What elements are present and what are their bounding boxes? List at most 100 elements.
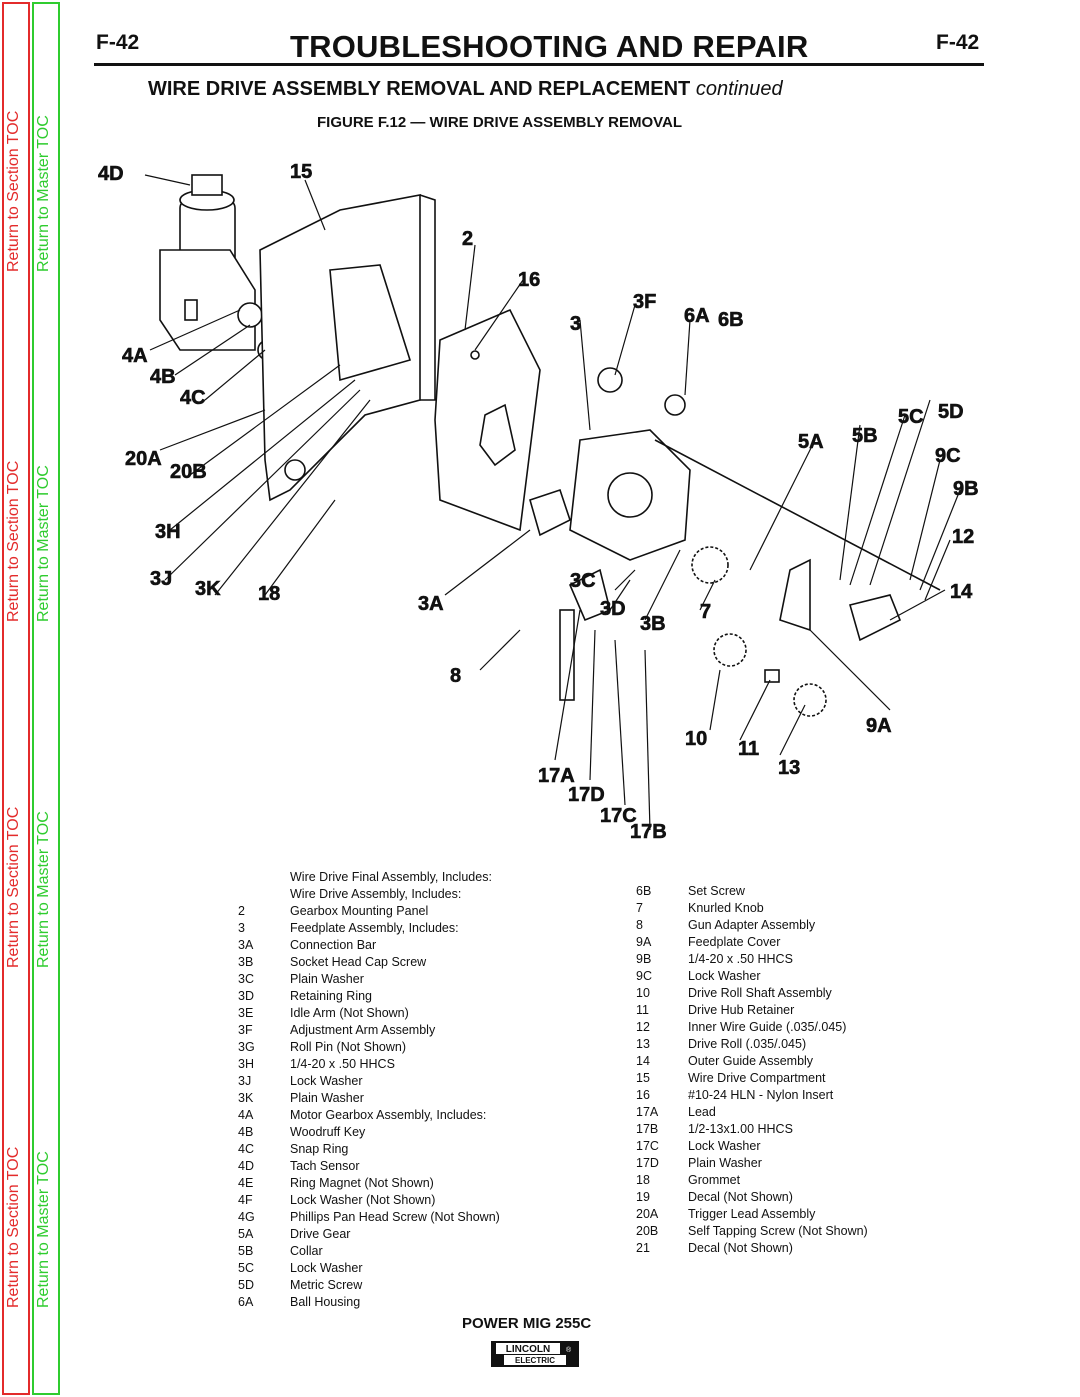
callout-3D: 3D	[600, 598, 626, 620]
return-to-master-toc-link-2[interactable]: Return to Master TOC	[35, 465, 52, 622]
part-description: Decal (Not Shown)	[688, 1241, 793, 1255]
part-description: Drive Hub Retainer	[688, 1003, 795, 1017]
subtitle-continued: continued	[695, 78, 783, 100]
part-id: 5A	[238, 1227, 254, 1241]
parts-list-row: 5B Collar	[238, 1243, 558, 1260]
part-id: 3	[238, 921, 245, 935]
part-description: Collar	[290, 1244, 323, 1258]
part-id: 7	[636, 901, 643, 915]
return-to-section-toc-link-1[interactable]: Return to Section TOC	[5, 110, 22, 272]
part-id: 8	[636, 918, 643, 932]
return-to-section-toc-link-4[interactable]: Return to Section TOC	[5, 1146, 22, 1308]
part-id: 12	[636, 1020, 650, 1034]
part-id: 11	[636, 1003, 649, 1017]
callout-15: 15	[290, 161, 312, 183]
part-id: 9A	[636, 935, 652, 949]
callout-9B: 9B	[953, 478, 979, 500]
callout-5B: 5B	[852, 425, 878, 447]
compartment-panel-drawing	[259, 194, 436, 502]
part-description: Lock Washer	[290, 1074, 363, 1088]
return-to-section-toc-link-3[interactable]: Return to Section TOC	[5, 806, 22, 968]
part-id: 14	[636, 1054, 650, 1068]
master-toc-strip	[32, 2, 60, 1395]
callout-6B: 6B	[718, 309, 744, 331]
parts-list-row: 11 Drive Hub Retainer	[636, 1002, 926, 1019]
mounting-panel-drawing	[434, 308, 541, 532]
part-id: 3B	[238, 955, 254, 969]
part-description: Outer Guide Assembly	[688, 1054, 814, 1068]
part-id: 3F	[238, 1023, 253, 1037]
feedplate-drawing	[529, 367, 941, 591]
part-description: Set Screw	[688, 884, 745, 898]
part-description: Woodruff Key	[290, 1125, 366, 1139]
return-to-master-toc-link-4[interactable]: Return to Master TOC	[35, 1151, 52, 1308]
part-id: 10	[636, 986, 650, 1000]
part-description: Drive Gear	[290, 1227, 351, 1241]
callout-3F: 3F	[633, 291, 656, 313]
part-description: Feedplate Assembly, Includes:	[290, 921, 459, 935]
callout-18: 18	[258, 583, 280, 605]
part-description: Knurled Knob	[688, 901, 764, 915]
callout-20B: 20B	[170, 461, 207, 483]
part-description: Motor Gearbox Assembly, Includes:	[290, 1108, 487, 1122]
part-id: 3D	[238, 989, 254, 1003]
return-to-master-toc-link-1[interactable]: Return to Master TOC	[35, 115, 52, 272]
return-to-section-toc-link-2[interactable]: Return to Section TOC	[5, 460, 22, 622]
section-subtitle: WIRE DRIVE ASSEMBLY REMOVAL AND REPLACEM…	[148, 78, 783, 101]
callout-13: 13	[778, 757, 800, 779]
parts-list-row: 3 Feedplate Assembly, Includes:	[238, 920, 558, 937]
logo-registered-mark: ®	[566, 1346, 572, 1354]
return-to-master-toc-link-3[interactable]: Return to Master TOC	[35, 811, 52, 968]
part-description: Feedplate Cover	[688, 935, 781, 949]
part-description: Tach Sensor	[290, 1159, 360, 1173]
callout-6A: 6A	[684, 305, 710, 327]
parts-list-row: Wire Drive Final Assembly, Includes:	[238, 869, 558, 886]
parts-list-row: 7 Knurled Knob	[636, 900, 926, 917]
part-id: 5B	[238, 1244, 254, 1258]
parts-list-row: 9A Feedplate Cover	[636, 934, 926, 951]
part-id: 18	[636, 1173, 650, 1187]
part-id: 5D	[238, 1278, 254, 1292]
part-id: 17A	[636, 1105, 659, 1119]
figure-caption: FIGURE F.12 — WIRE DRIVE ASSEMBLY REMOVA…	[317, 114, 683, 131]
callout-17D: 17D	[568, 784, 605, 806]
leader-lines	[144, 174, 961, 831]
part-id: 20B	[636, 1224, 659, 1238]
part-id: 17B	[636, 1122, 659, 1136]
callout-20A: 20A	[125, 448, 162, 470]
callout-3H: 3H	[155, 521, 181, 543]
callout-14: 14	[950, 581, 973, 603]
part-id: 13	[636, 1037, 650, 1051]
callout-10: 10	[685, 728, 707, 750]
callout-labels: 4D 15 2 16 3F 3 6A 6B 4A 4B 4C 5D 5C 5B …	[98, 161, 979, 844]
part-description: 1/2-13x1.00 HHCS	[688, 1122, 793, 1136]
callout-9C: 9C	[935, 445, 961, 467]
part-id: 4E	[238, 1176, 254, 1190]
parts-list-row: 16#10-24 HLN - Nylon Insert	[636, 1087, 926, 1104]
callout-9A: 9A	[866, 715, 892, 737]
section-toc-strip	[2, 2, 30, 1395]
